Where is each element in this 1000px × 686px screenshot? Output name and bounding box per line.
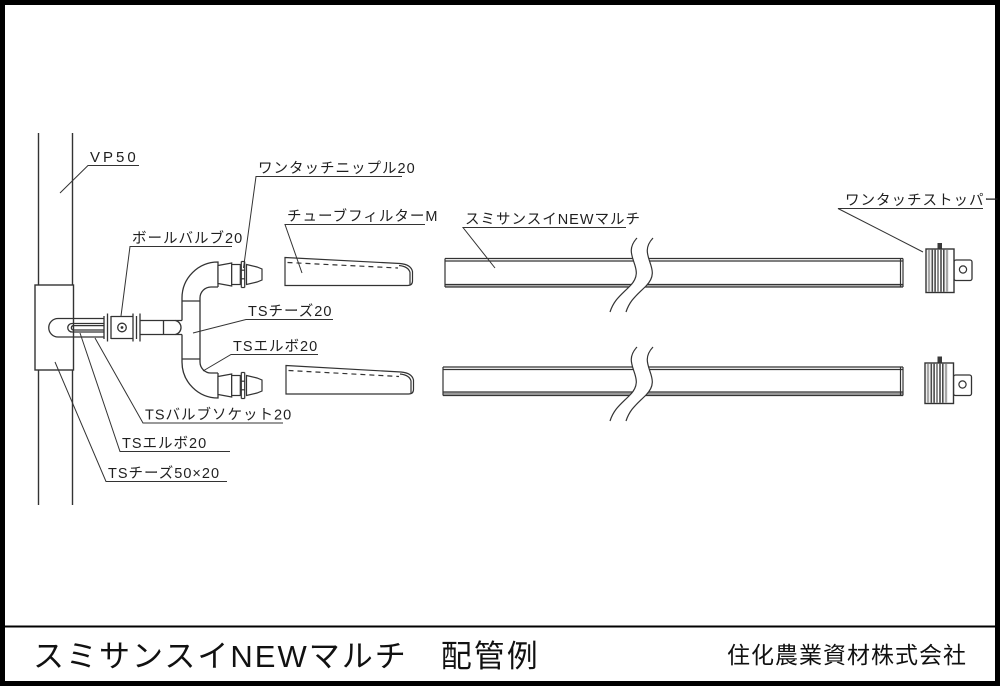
callout-vp50-label: VP50: [90, 149, 139, 166]
callout-ts-valve-socket-20: TSバルブソケット20: [94, 337, 292, 424]
callout-sumisansui-label: スミサンスイNEWマルチ: [465, 212, 641, 228]
one-touch-nipple-lower: [217, 371, 263, 400]
stopper-tab-hole: [958, 380, 967, 389]
callout-ball-valve-label: ボールバルブ20: [132, 229, 243, 247]
callout-ts-tee-50x20: TSチーズ50×20: [54, 361, 227, 482]
break-symbol-lower: [609, 346, 654, 422]
one-touch-nipple-upper: [217, 260, 263, 289]
callout-tube-filter-label: チューブフィルターM: [287, 207, 438, 225]
callout-one-touch-stopper-label: ワンタッチストッパー: [845, 192, 1000, 209]
ts-tee-50x20-fitting: [34, 284, 75, 371]
irrigation-tube-upper: [444, 257, 904, 288]
callout-one-touch-nipple: ワンタッチニップル20: [243, 160, 416, 269]
callout-one-touch-stopper: ワンタッチストッパー: [837, 192, 1000, 253]
tube-filter-upper: [284, 256, 414, 287]
callout-vp50: VP50: [59, 149, 139, 194]
drawing-title: スミサンスイNEWマルチ 配管例: [33, 639, 540, 674]
callout-one-touch-nipple-label: ワンタッチニップル20: [258, 160, 416, 177]
company-name: 住化農業資材株式会社: [727, 642, 967, 668]
callout-tube-filter: チューブフィルターM: [284, 207, 438, 274]
valve-assembly: [48, 313, 182, 342]
callout-ts-elbow-20-upper: TSエルボ20: [202, 338, 318, 372]
irrigation-tube-lower: [442, 366, 904, 397]
stopper-tab-hole: [958, 265, 968, 274]
callouts: VP50 ボールバルブ20 ワンタッチニップル20 チューブフィルターM スミサ…: [54, 149, 1000, 482]
one-touch-stopper-lower: [924, 356, 973, 405]
callout-ball-valve: ボールバルブ20: [120, 229, 243, 317]
break-symbol-upper: [609, 237, 654, 313]
callout-ts-elbow-20-lower-label: TSエルボ20: [122, 435, 207, 452]
callout-ts-tee-50x20-label: TSチーズ50×20: [108, 465, 220, 482]
pipe-end-cap: [175, 319, 182, 336]
tube-filter-lower: [285, 364, 415, 395]
vp50-pipe: [37, 133, 74, 505]
valve-handle-nut: [117, 322, 127, 333]
callout-ts-elbow-20-upper-label: TSエルボ20: [233, 338, 318, 355]
title-block: スミサンスイNEWマルチ 配管例 住化農業資材株式会社: [33, 639, 967, 674]
valve-socket-inner: [67, 322, 104, 333]
callout-ts-elbow-20-lower: TSエルボ20: [79, 332, 230, 452]
callout-ts-tee-20: TSチーズ20: [192, 303, 333, 334]
ts-tee-20-manifold: [181, 261, 219, 399]
callout-ts-valve-socket-20-label: TSバルブソケット20: [145, 406, 292, 424]
valve-socket-inner2: [70, 324, 104, 331]
callout-ts-tee-20-label: TSチーズ20: [248, 303, 332, 320]
ts-elbow-outer: [48, 317, 104, 338]
callout-sumisansui-new-multi: スミサンスイNEWマルチ: [461, 212, 641, 269]
one-touch-stopper-upper: [925, 243, 973, 294]
